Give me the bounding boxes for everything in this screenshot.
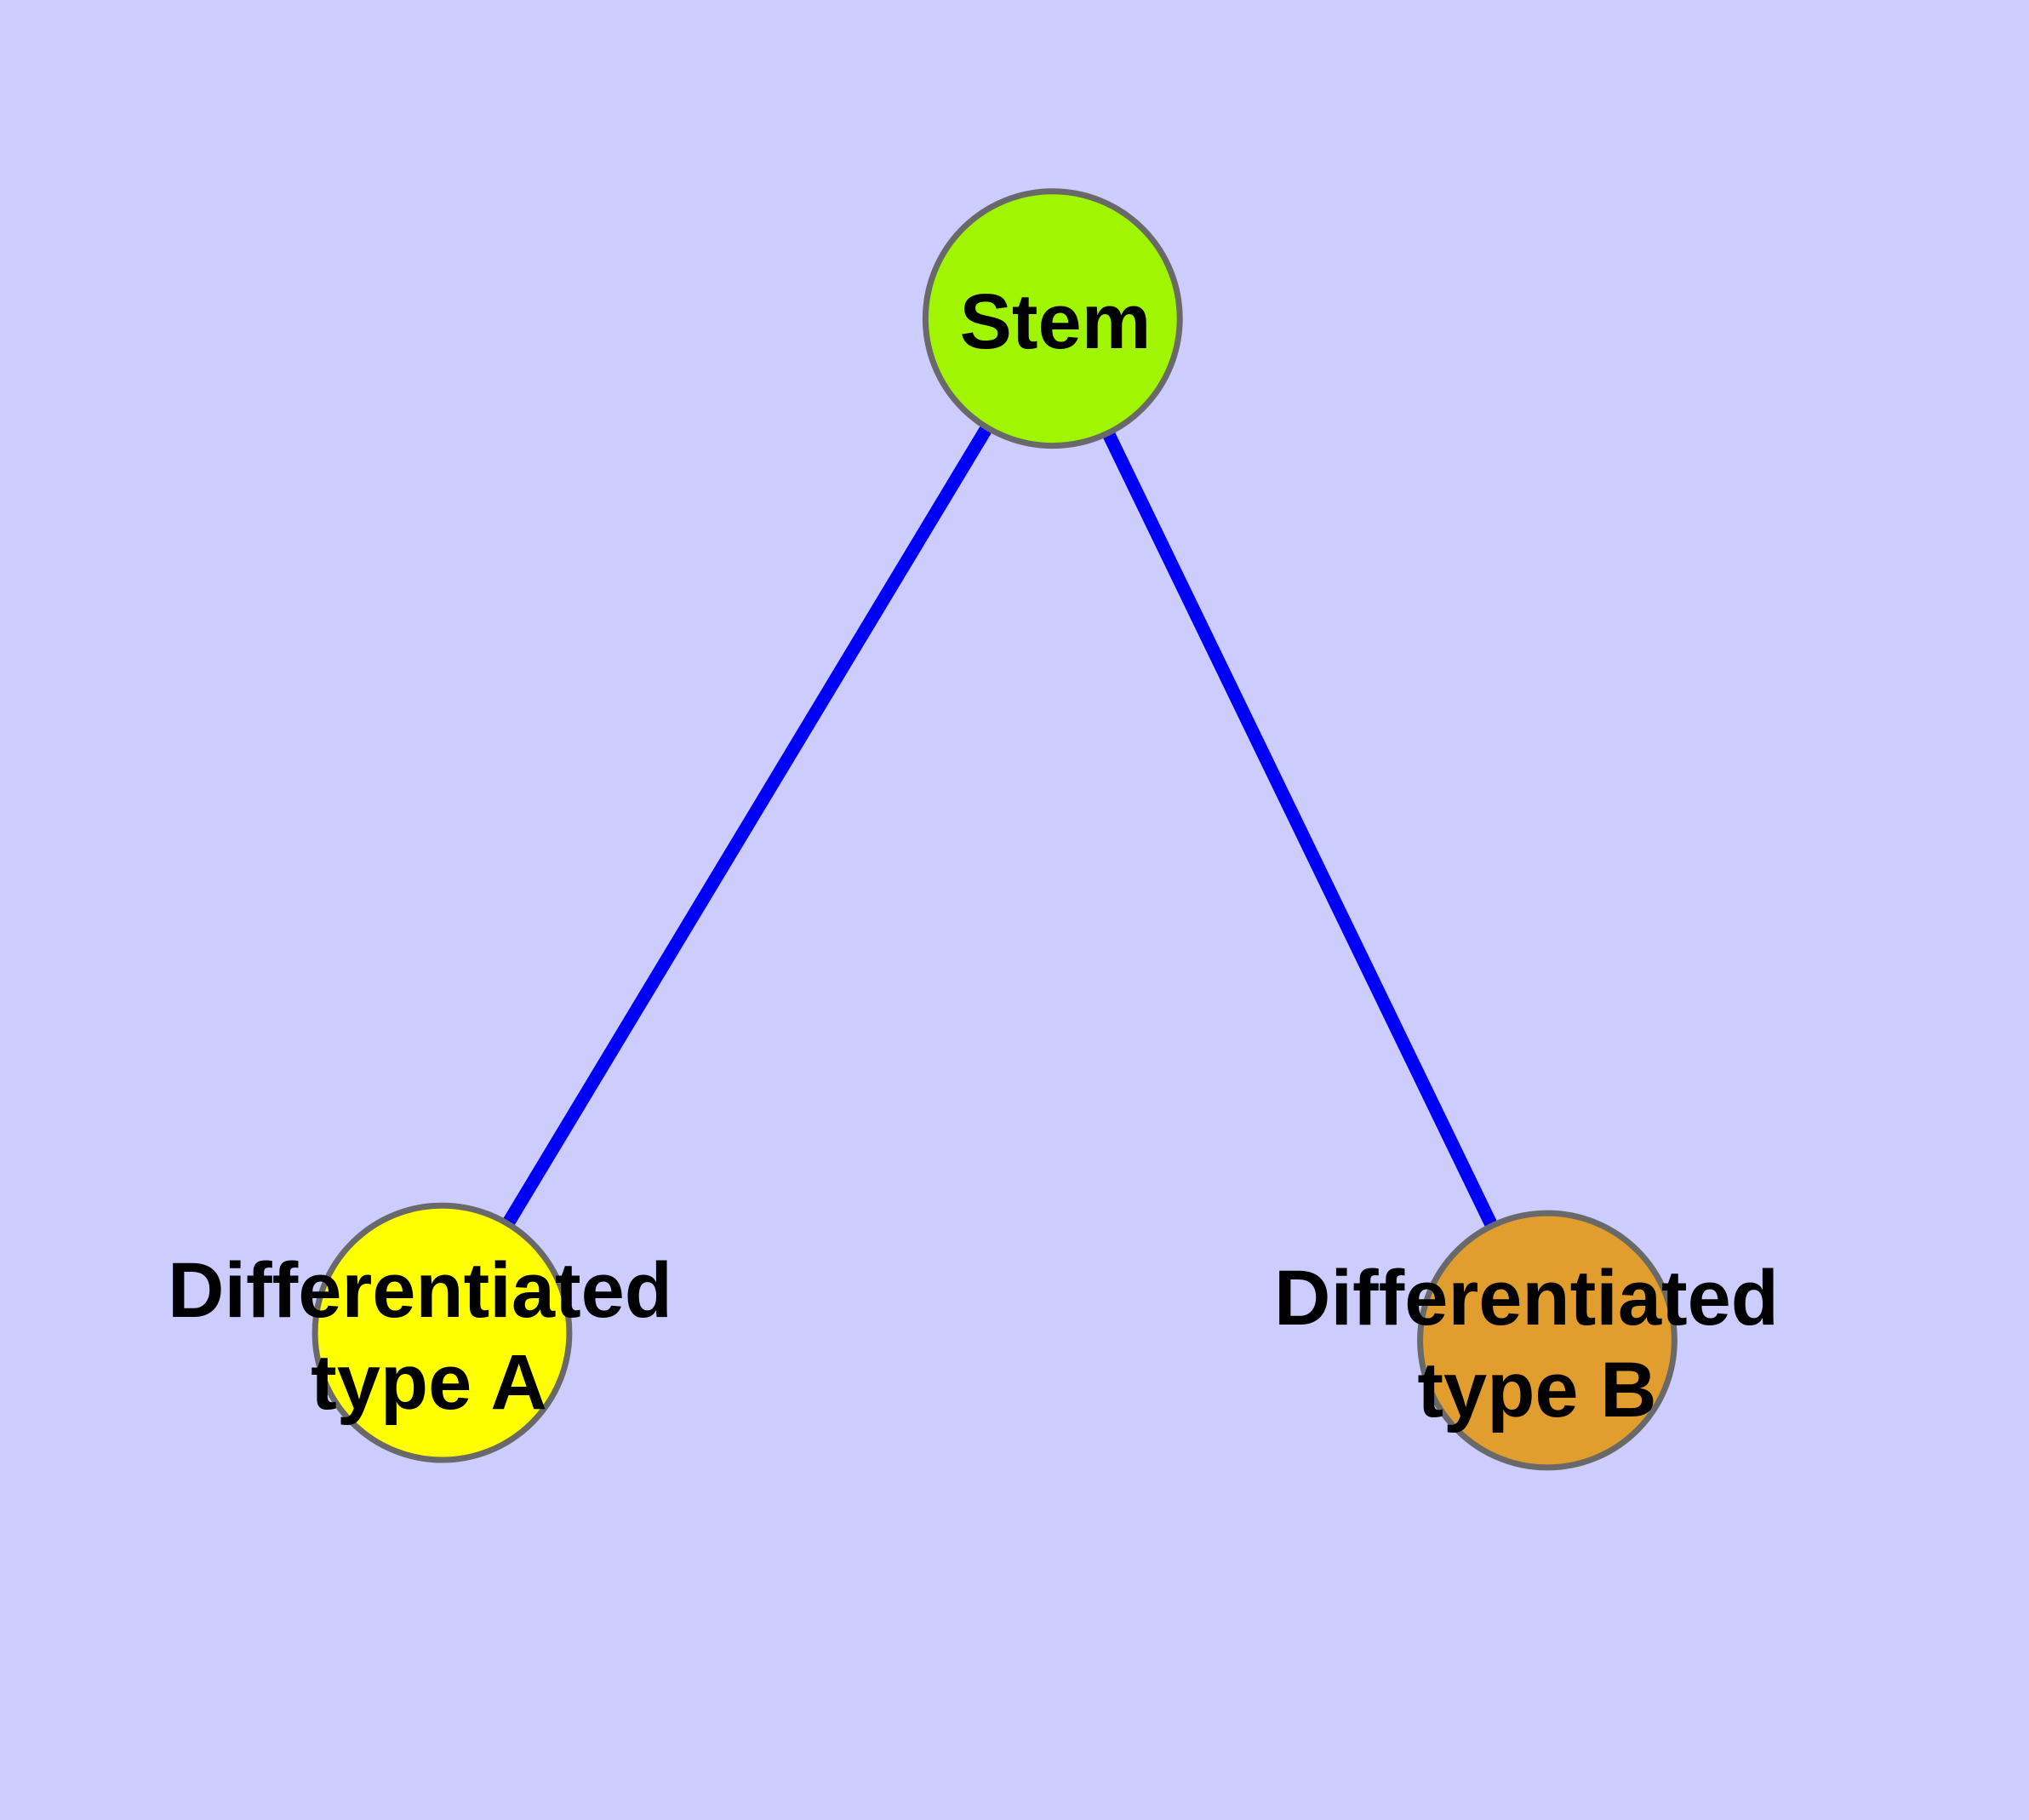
svg-text:Differentiated: Differentiated: [1274, 1255, 1779, 1342]
svg-text:type B: type B: [1417, 1347, 1656, 1434]
svg-text:Differentiated: Differentiated: [168, 1247, 672, 1334]
svg-text:Stem: Stem: [960, 278, 1152, 365]
svg-text:type A: type A: [311, 1339, 547, 1426]
